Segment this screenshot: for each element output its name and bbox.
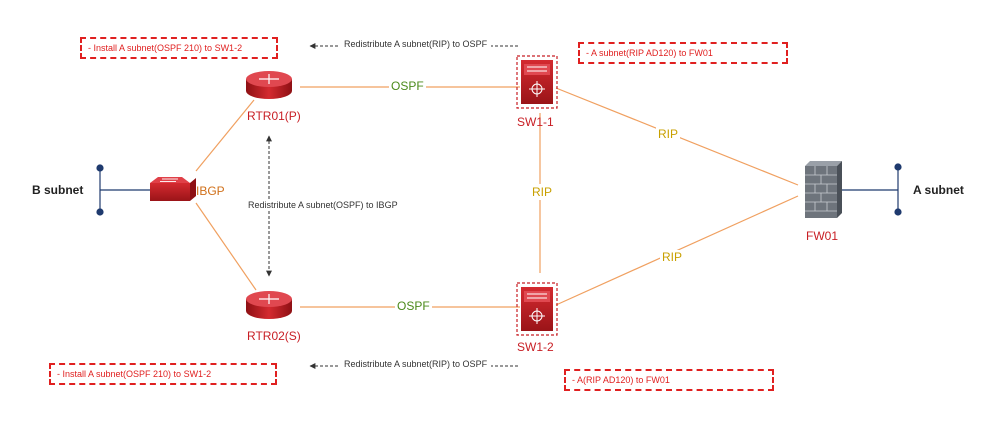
rip-sw2-fw01-link-label: RIP [660, 250, 685, 264]
sw1-1-label: SW1-1 [517, 115, 554, 129]
l2-switch-icon [150, 177, 196, 201]
fw01-firewall-icon [805, 161, 842, 218]
ospf-bottom-link-label: OSPF [395, 299, 432, 313]
a-subnet-label: A subnet [913, 183, 964, 197]
ospf-top-link-label: OSPF [389, 79, 426, 93]
install-top-note: - Install A subnet(OSPF 210) to SW1-2 [80, 37, 278, 59]
ibgp-link-label: IBGP [196, 184, 225, 198]
link-switch-rtr01 [195, 99, 255, 172]
sw1-2-label: SW1-2 [517, 340, 554, 354]
rip-vertical-link-label: RIP [531, 184, 554, 200]
b-subnet-label: B subnet [32, 183, 84, 197]
redistribute-ibgp-label: Redistribute A subnet(OSPF) to IBGP [246, 199, 400, 211]
sw1-1-switch-icon [516, 55, 558, 109]
rtr01-router-icon [246, 71, 292, 99]
sw1-2-switch-icon [516, 282, 558, 336]
ad-bottom-note: - A(RIP AD120) to FW01 [564, 369, 774, 391]
redistribute-top-label: Redistribute A subnet(RIP) to OSPF [340, 39, 492, 49]
ad-top-note: - A subnet(RIP AD120) to FW01 [578, 42, 788, 64]
link-switch-rtr02 [195, 202, 257, 291]
rtr02-router-icon [246, 291, 292, 319]
install-bottom-note: - Install A subnet(OSPF 210) to SW1-2 [49, 363, 277, 385]
rtr01-label: RTR01(P) [247, 109, 301, 123]
fw01-label: FW01 [806, 229, 839, 243]
redistribute-bottom-label: Redistribute A subnet(RIP) to OSPF [340, 359, 492, 369]
rtr02-label: RTR02(S) [247, 329, 301, 343]
rip-sw1-fw01-link-label: RIP [656, 127, 681, 141]
